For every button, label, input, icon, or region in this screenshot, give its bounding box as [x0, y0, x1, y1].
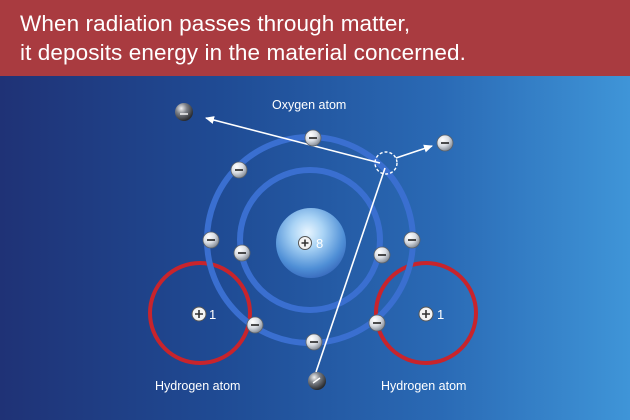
electron-icon: [305, 333, 323, 351]
incoming-radiation-line: [315, 167, 386, 373]
electron-icon: [373, 246, 391, 264]
caption-line-2: it deposits energy in the material conce…: [20, 40, 466, 65]
ejected-electron-icon: [436, 134, 454, 152]
plus-icon: [298, 236, 312, 250]
hydrogen-right-charge: 1: [437, 307, 444, 322]
oxygen-charge: 8: [316, 236, 323, 251]
oxygen-atom-label: Oxygen atom: [272, 98, 346, 112]
hydrogen-left-label: Hydrogen atom: [155, 379, 240, 393]
plus-icon: [191, 306, 207, 322]
caption-banner: When radiation passes through matter, it…: [0, 0, 630, 76]
scattered-particle-arrow: [205, 116, 381, 164]
caption-line-1: When radiation passes through matter,: [20, 11, 411, 36]
hydrogen-left-charge: 1: [209, 307, 216, 322]
electron-icon: [403, 231, 421, 249]
electron-icon: [368, 314, 386, 332]
plus-icon: [418, 306, 434, 322]
electron-vacancy: [374, 151, 398, 175]
electron-icon: [202, 231, 220, 249]
oxygen-inner-orbit: [237, 167, 383, 313]
electron-icon: [230, 161, 248, 179]
hydrogen-right-orbit: [374, 261, 478, 365]
ejected-electron-arrow: [395, 144, 433, 159]
hydrogen-right-label: Hydrogen atom: [381, 379, 466, 393]
electron-icon: [246, 316, 264, 334]
scattered-particle-icon: [175, 103, 193, 121]
electron-icon: [233, 244, 251, 262]
hydrogen-left-orbit: [148, 261, 252, 365]
incoming-particle-icon: [308, 372, 326, 390]
electron-icon: [304, 129, 322, 147]
